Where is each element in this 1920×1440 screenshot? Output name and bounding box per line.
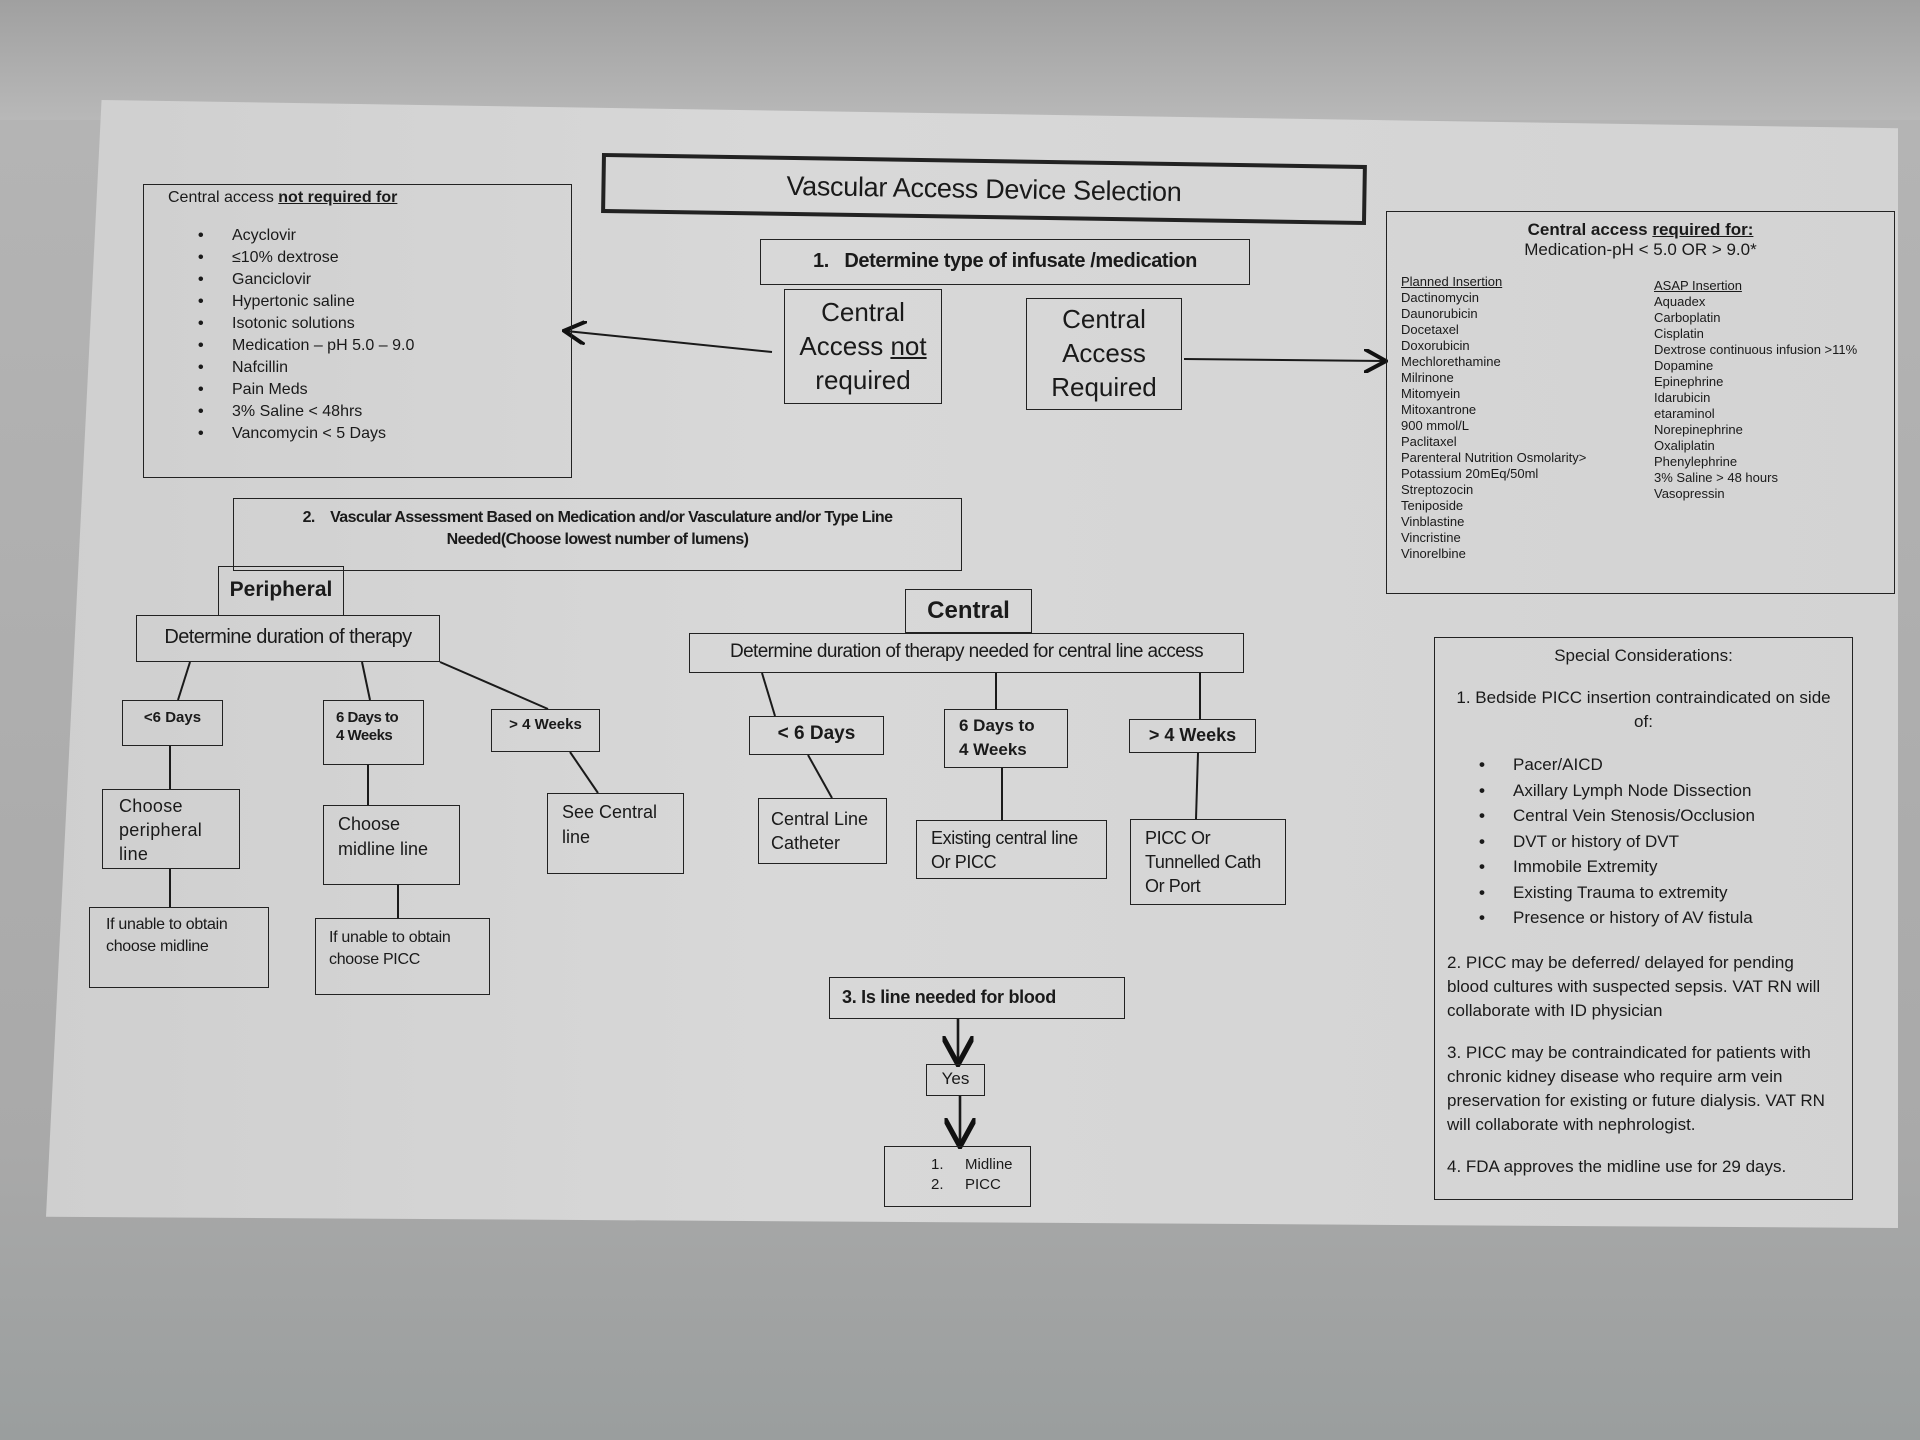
special-item-2: 2. PICC may be deferred/ delayed for pen… xyxy=(1447,953,1821,1020)
peripheral-less-6-days: <6 Days xyxy=(122,700,223,746)
medication-item: Doxorubicin xyxy=(1401,338,1470,353)
medication-item: 900 mmol/L xyxy=(1401,418,1469,433)
special-considerations-panel: Special Considerations: 1. Bedside PICC … xyxy=(1434,637,1853,1200)
central-access-not-required-box: Central Access not required xyxy=(784,289,942,404)
not-required-heading: Central access not required for xyxy=(168,189,398,206)
medication-item: Potassium 20mEq/50ml xyxy=(1401,466,1539,481)
medication-item: Epinephrine xyxy=(1654,374,1724,389)
unable-choose-midline-box: If unable to obtain choose midline xyxy=(89,907,269,988)
list-item: 3% Saline < 48hrs xyxy=(198,401,414,423)
medication-item: Dactinomycin xyxy=(1401,290,1480,305)
medication-item: Vasopressin xyxy=(1654,486,1725,501)
special-item-1-bullets: Pacer/AICD Axillary Lymph Node Dissectio… xyxy=(1479,752,1755,931)
medication-item: Mitomyein xyxy=(1401,386,1461,401)
central-label: Central xyxy=(927,597,1010,624)
blood-line-options-box: 1.Midline 2.PICC xyxy=(884,1146,1031,1207)
central-less-6-days: < 6 Days xyxy=(749,716,884,755)
list-item: ≤10% dextrose xyxy=(198,247,414,269)
medication-item: Streptozocin xyxy=(1401,482,1474,497)
medication-item: Aquadex xyxy=(1654,294,1706,309)
step1-box: 1. Determine type of infusate /medicatio… xyxy=(760,239,1250,285)
list-item: Central Vein Stenosis/Occlusion xyxy=(1479,803,1755,829)
required-heading: Central access required for: Medication-… xyxy=(1524,220,1757,259)
picc-tunnelled-port-box: PICC Or Tunnelled Cath Or Port xyxy=(1130,819,1286,905)
central-duration-box: Determine duration of therapy needed for… xyxy=(689,633,1244,673)
peripheral-duration-box: Determine duration of therapy xyxy=(136,615,440,662)
list-item: Axillary Lymph Node Dissection xyxy=(1479,778,1755,804)
list-item: Medication – pH 5.0 – 9.0 xyxy=(198,335,414,357)
not-required-list: Acyclovir ≤10% dextrose Ganciclovir Hype… xyxy=(198,225,414,445)
medication-item: Vinblastine xyxy=(1401,514,1465,529)
special-heading: Special Considerations: xyxy=(1554,646,1733,665)
medication-item: Vinorelbine xyxy=(1401,546,1466,561)
existing-central-line-box: Existing central line Or PICC xyxy=(916,820,1107,879)
medication-item: Dopamine xyxy=(1654,358,1714,373)
list-item: Vancomycin < 5 Days xyxy=(198,423,414,445)
required-panel: Central access required for: Medication-… xyxy=(1386,211,1895,594)
list-item: Isotonic solutions xyxy=(198,313,414,335)
medication-item: Mechlorethamine xyxy=(1401,354,1501,369)
central-line-catheter-box: Central Line Catheter xyxy=(758,798,887,864)
choose-peripheral-line-box: Choose peripheral line xyxy=(102,789,240,869)
medication-item: Oxaliplatin xyxy=(1654,438,1715,453)
peripheral-label: Peripheral xyxy=(229,578,333,601)
medication-item: Norepinephrine xyxy=(1654,422,1743,437)
central-label-box: Central xyxy=(905,589,1032,633)
planned-heading: Planned Insertion xyxy=(1401,274,1503,289)
not-required-panel: Central access not required for Acyclovi… xyxy=(143,184,572,478)
medication-item: Cisplatin xyxy=(1654,326,1704,341)
option-item: 1.Midline xyxy=(931,1156,1013,1173)
see-central-line-box: See Central line xyxy=(547,793,684,874)
central-over-4-weeks: > 4 Weeks xyxy=(1129,719,1256,753)
list-item: Pacer/AICD xyxy=(1479,752,1755,778)
special-item-4: 4. FDA approves the midline use for 29 d… xyxy=(1447,1157,1787,1176)
not-required-line2: Access not xyxy=(799,331,927,361)
medication-item: Milrinone xyxy=(1401,370,1454,385)
medication-item: Mitoxantrone xyxy=(1401,402,1477,417)
choose-midline-box: Choose midline line xyxy=(323,805,460,885)
special-item-3: 3. PICC may be contraindicated for patie… xyxy=(1447,1043,1825,1134)
list-item: Ganciclovir xyxy=(198,269,414,291)
step2-box: 2. Vascular Assessment Based on Medicati… xyxy=(233,498,962,571)
list-item: Acyclovir xyxy=(198,225,414,247)
medication-item: Paclitaxel xyxy=(1401,434,1457,449)
list-item: DVT or history of DVT xyxy=(1479,829,1755,855)
step3-box: 3. Is line needed for blood xyxy=(829,977,1125,1019)
medication-item: Vincristine xyxy=(1401,530,1461,545)
asap-heading: ASAP Insertion xyxy=(1654,278,1742,293)
list-item: Hypertonic saline xyxy=(198,291,414,313)
medication-item: Teniposide xyxy=(1401,498,1464,513)
central-access-required-box: Central Access Required xyxy=(1026,298,1182,410)
peripheral-over-4-weeks: > 4 Weeks xyxy=(491,709,600,752)
list-item: Existing Trauma to extremity xyxy=(1479,880,1755,906)
list-item: Presence or history of AV fistula xyxy=(1479,905,1755,931)
list-item: Nafcillin xyxy=(198,357,414,379)
medication-item: Dextrose continuous infusion >11% xyxy=(1654,342,1858,357)
central-6-days-to-4-weeks: 6 Days to 4 Weeks xyxy=(944,709,1068,768)
page-title-box: Vascular Access Device Selection xyxy=(601,153,1367,226)
medication-item: Carboplatin xyxy=(1654,310,1721,325)
list-item: Pain Meds xyxy=(198,379,414,401)
peripheral-6-days-to-4-weeks: 6 Days to 4 Weeks xyxy=(323,700,424,765)
yes-box: Yes xyxy=(926,1064,985,1096)
medication-item: Docetaxel xyxy=(1401,322,1459,337)
medication-item: Phenylephrine xyxy=(1654,454,1738,469)
unable-choose-picc-box: If unable to obtain choose PICC xyxy=(315,918,490,995)
step1-label: 1. Determine type of infusate /medicatio… xyxy=(812,250,1197,272)
medication-item: Idarubicin xyxy=(1654,390,1711,405)
medication-item: Daunorubicin xyxy=(1401,306,1478,321)
monitor-background xyxy=(0,0,1920,120)
medication-item: 3% Saline > 48 hours xyxy=(1654,470,1778,485)
medication-item: etaraminol xyxy=(1654,406,1715,421)
page-title: Vascular Access Device Selection xyxy=(786,170,1182,208)
peripheral-label-box: Peripheral xyxy=(218,566,344,616)
list-item: Immobile Extremity xyxy=(1479,854,1755,880)
medication-item: Parenteral Nutrition Osmolarity> xyxy=(1401,450,1587,465)
option-item: 2.PICC xyxy=(931,1176,1001,1193)
special-item-1: 1. Bedside PICC insertion contraindicate… xyxy=(1456,688,1831,731)
